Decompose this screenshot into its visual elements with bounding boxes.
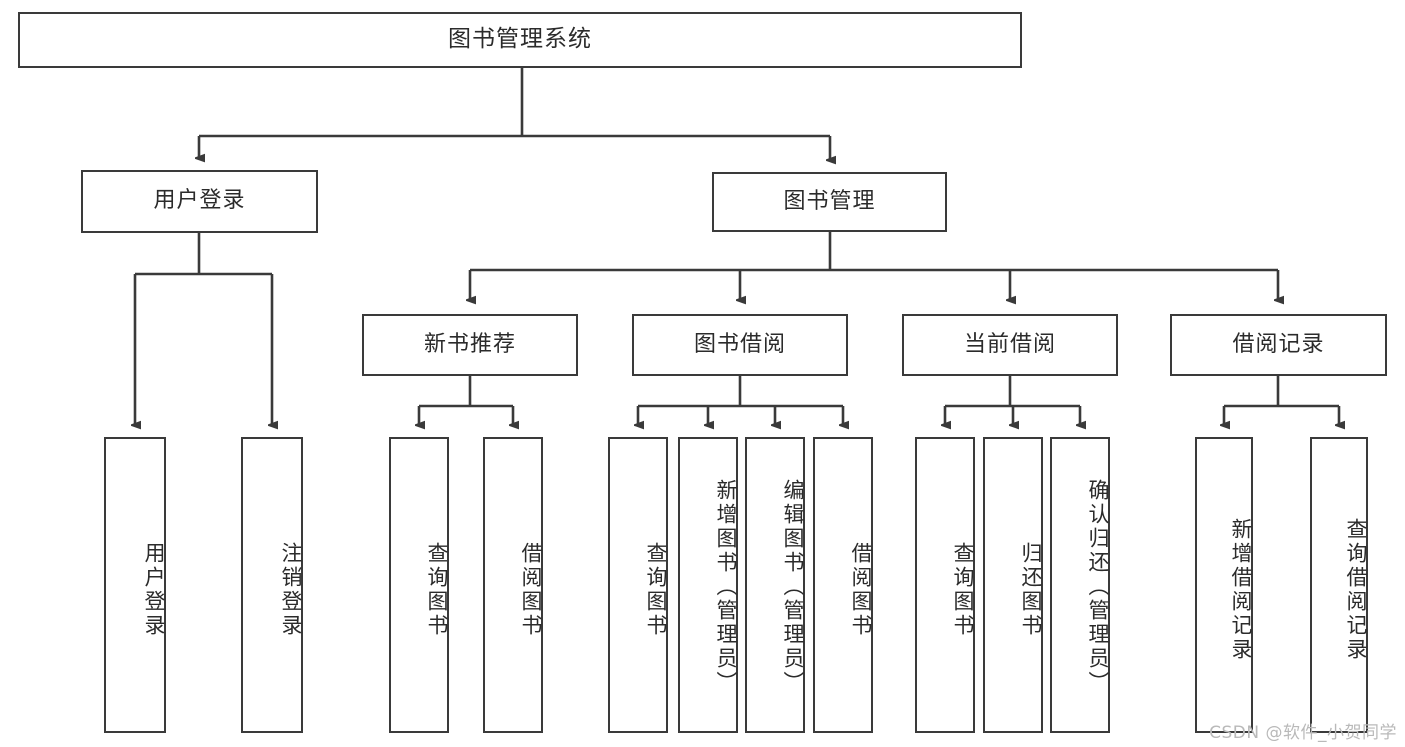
watermark: CSDN @软件_小贺同学 <box>1209 723 1397 743</box>
leaf-edit-book-admin[interactable]: 编辑图书（管理员） <box>745 437 805 733</box>
leaf-borrow-books-recommend[interactable]: 借阅图书 <box>483 437 543 733</box>
leaf-query-books-current[interactable]: 查询图书 <box>915 437 975 733</box>
leaf-confirm-return-admin[interactable]: 确认归还（管理员） <box>1050 437 1110 733</box>
leaf-return-books[interactable]: 归还图书 <box>983 437 1043 733</box>
node-new-book-recommend[interactable]: 新书推荐 <box>362 314 578 376</box>
leaf-user-login[interactable]: 用户登录 <box>104 437 166 733</box>
node-book-borrow[interactable]: 图书借阅 <box>632 314 848 376</box>
node-current-borrow[interactable]: 当前借阅 <box>902 314 1118 376</box>
node-user-login[interactable]: 用户登录 <box>81 170 318 233</box>
leaf-borrow-books[interactable]: 借阅图书 <box>813 437 873 733</box>
node-book-management[interactable]: 图书管理 <box>712 172 947 232</box>
node-root[interactable]: 图书管理系统 <box>18 12 1022 68</box>
node-borrow-record[interactable]: 借阅记录 <box>1170 314 1387 376</box>
leaf-add-borrow-record[interactable]: 新增借阅记录 <box>1195 437 1253 733</box>
leaf-query-books-recommend[interactable]: 查询图书 <box>389 437 449 733</box>
leaf-logout[interactable]: 注销登录 <box>241 437 303 733</box>
leaf-query-borrow-record[interactable]: 查询借阅记录 <box>1310 437 1368 733</box>
leaf-add-book-admin[interactable]: 新增图书（管理员） <box>678 437 738 733</box>
leaf-query-books-borrow[interactable]: 查询图书 <box>608 437 668 733</box>
